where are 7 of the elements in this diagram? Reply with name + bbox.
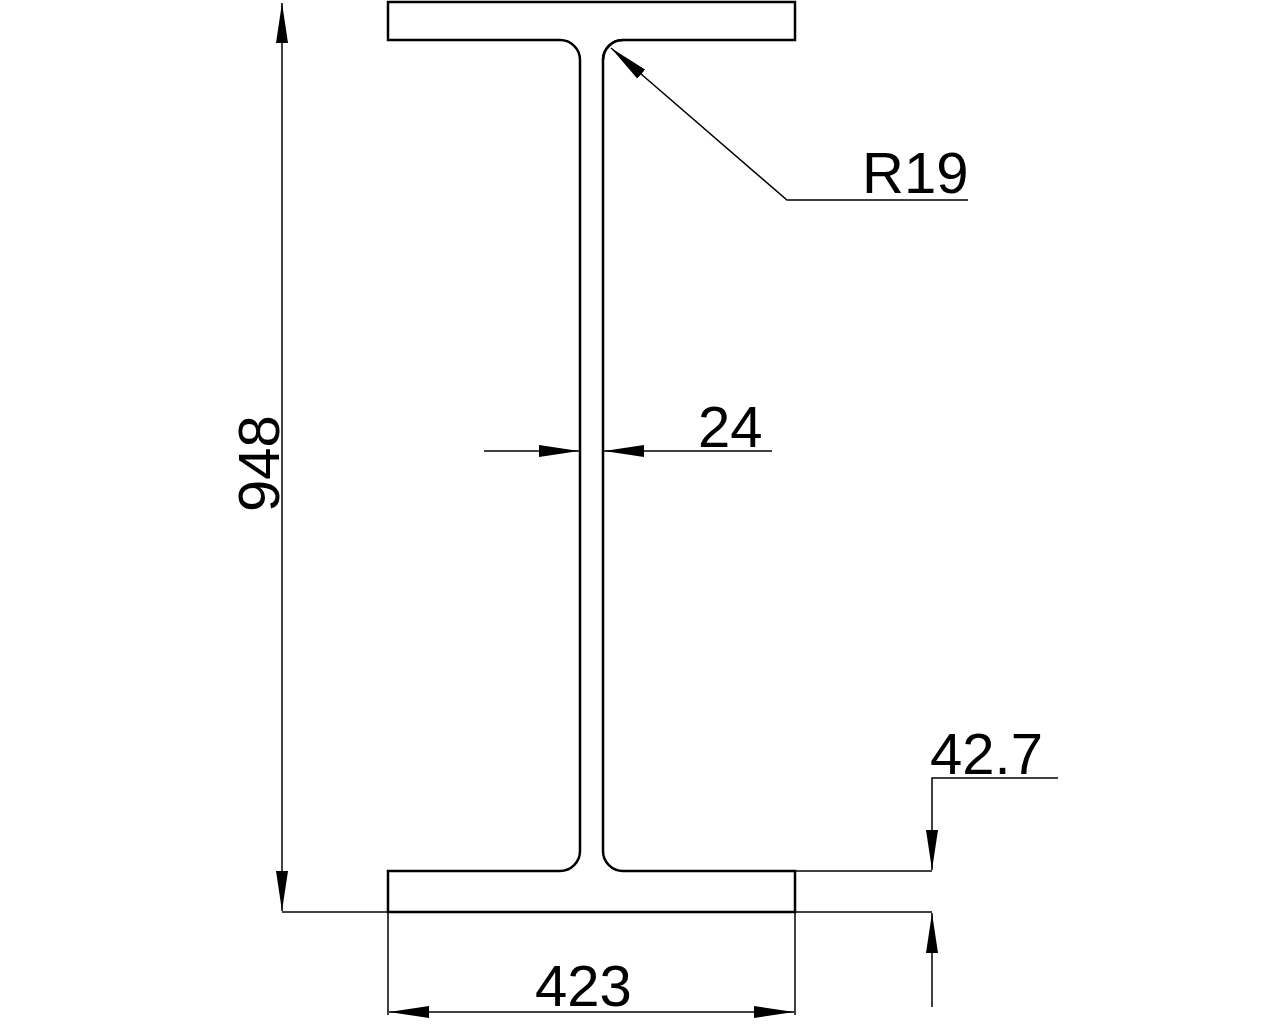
- dimension-text: 42.7: [930, 725, 1043, 783]
- fillet-arc: [601, 38, 624, 61]
- dimension-text: 423: [535, 957, 632, 1015]
- radius-text: R19: [862, 144, 969, 202]
- dimension-text: 24: [698, 398, 763, 456]
- leader-line: [610, 47, 969, 201]
- dimension-text: 948: [230, 415, 288, 512]
